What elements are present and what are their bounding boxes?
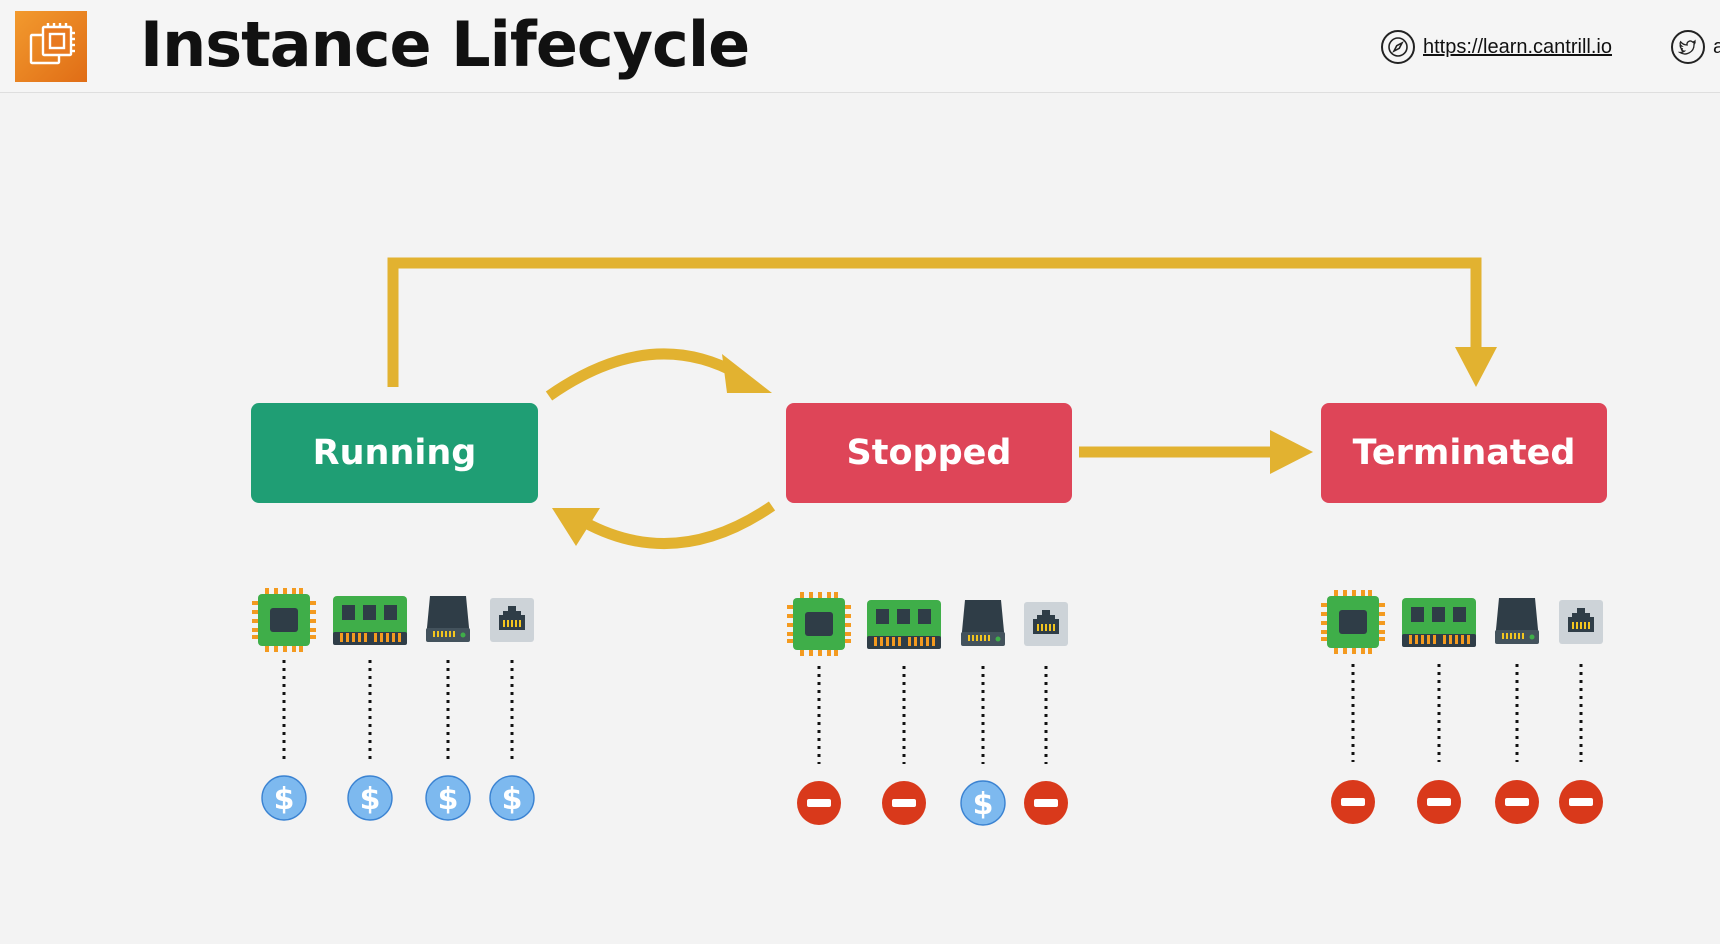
terminated-storage-no-entry-icon [1495,780,1539,824]
twitter-icon [1671,30,1705,64]
terminated-cpu-icon [1321,590,1385,654]
running-memory-icon [333,596,407,645]
page-title: Instance Lifecycle [140,8,750,81]
compass-icon [1381,30,1415,64]
running-network-icon [490,598,534,642]
stopped-storage-icon [961,600,1005,646]
running-memory-dollar-icon [347,775,393,821]
stopped-cpu-icon [787,592,851,656]
terminated-memory-icon [1402,598,1476,647]
state-terminated: Terminated [1321,403,1607,503]
stopped-network-icon [1024,602,1068,646]
header-bar: Instance Lifecycle https://learn.cantril… [0,0,1720,93]
ec2-logo-icon [15,11,87,82]
running-cpu-dollar-icon [261,775,307,821]
running-network-dollar-icon [489,775,535,821]
terminated-network-no-entry-icon [1559,780,1603,824]
terminated-storage-icon [1495,598,1539,644]
website-link[interactable]: https://learn.cantrill.io [1381,29,1612,65]
state-stopped: Stopped [786,403,1072,503]
stopped-storage-dollar-icon [960,780,1006,826]
twitter-link[interactable]: a [1671,29,1720,65]
running-storage-icon [426,596,470,642]
twitter-handle[interactable]: a [1713,35,1720,58]
stop-start-arrow [552,501,776,549]
stopped-to-terminated-arrow [1079,430,1313,474]
start-stop-arrow [545,348,772,401]
running-storage-dollar-icon [425,775,471,821]
stopped-memory-no-entry-icon [882,781,926,825]
terminated-memory-no-entry-icon [1417,780,1461,824]
stopped-cpu-no-entry-icon [797,781,841,825]
running-to-terminated-arrow [387,257,1497,387]
terminated-cpu-no-entry-icon [1331,780,1375,824]
website-url[interactable]: https://learn.cantrill.io [1423,35,1612,58]
terminated-network-icon [1559,600,1603,644]
state-running: Running [251,403,538,503]
stopped-network-no-entry-icon [1024,781,1068,825]
running-cpu-icon [252,588,316,652]
stopped-memory-icon [867,600,941,649]
